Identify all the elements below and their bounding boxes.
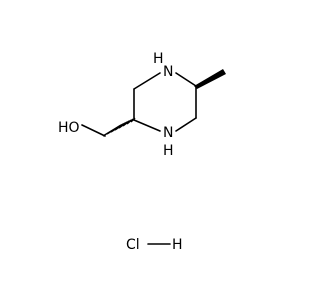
bond-ch2-o (81, 124, 106, 137)
wedge-bond-methyl (194, 69, 226, 89)
n4-label: N (163, 125, 173, 141)
hash-bond-ch2 (102, 117, 136, 137)
molecule-canvas: H N N H HO Cl H (58, 51, 226, 253)
bond-n1-c-methyl (175, 72, 197, 87)
structure-drawing: H N N H HO Cl H (58, 51, 226, 253)
salt-hydrogen-label: H (172, 237, 183, 253)
n1-label: N (163, 64, 173, 80)
hydroxyl-label: HO (58, 120, 80, 136)
chlorine-label: Cl (126, 237, 140, 253)
n4-hydrogen-label: H (163, 143, 174, 159)
bond-n1-c-top-left (133, 72, 161, 90)
n1-hydrogen-label: H (153, 51, 164, 67)
bond-n4-c-left (133, 119, 161, 132)
bond-c-right-n4 (175, 117, 197, 132)
